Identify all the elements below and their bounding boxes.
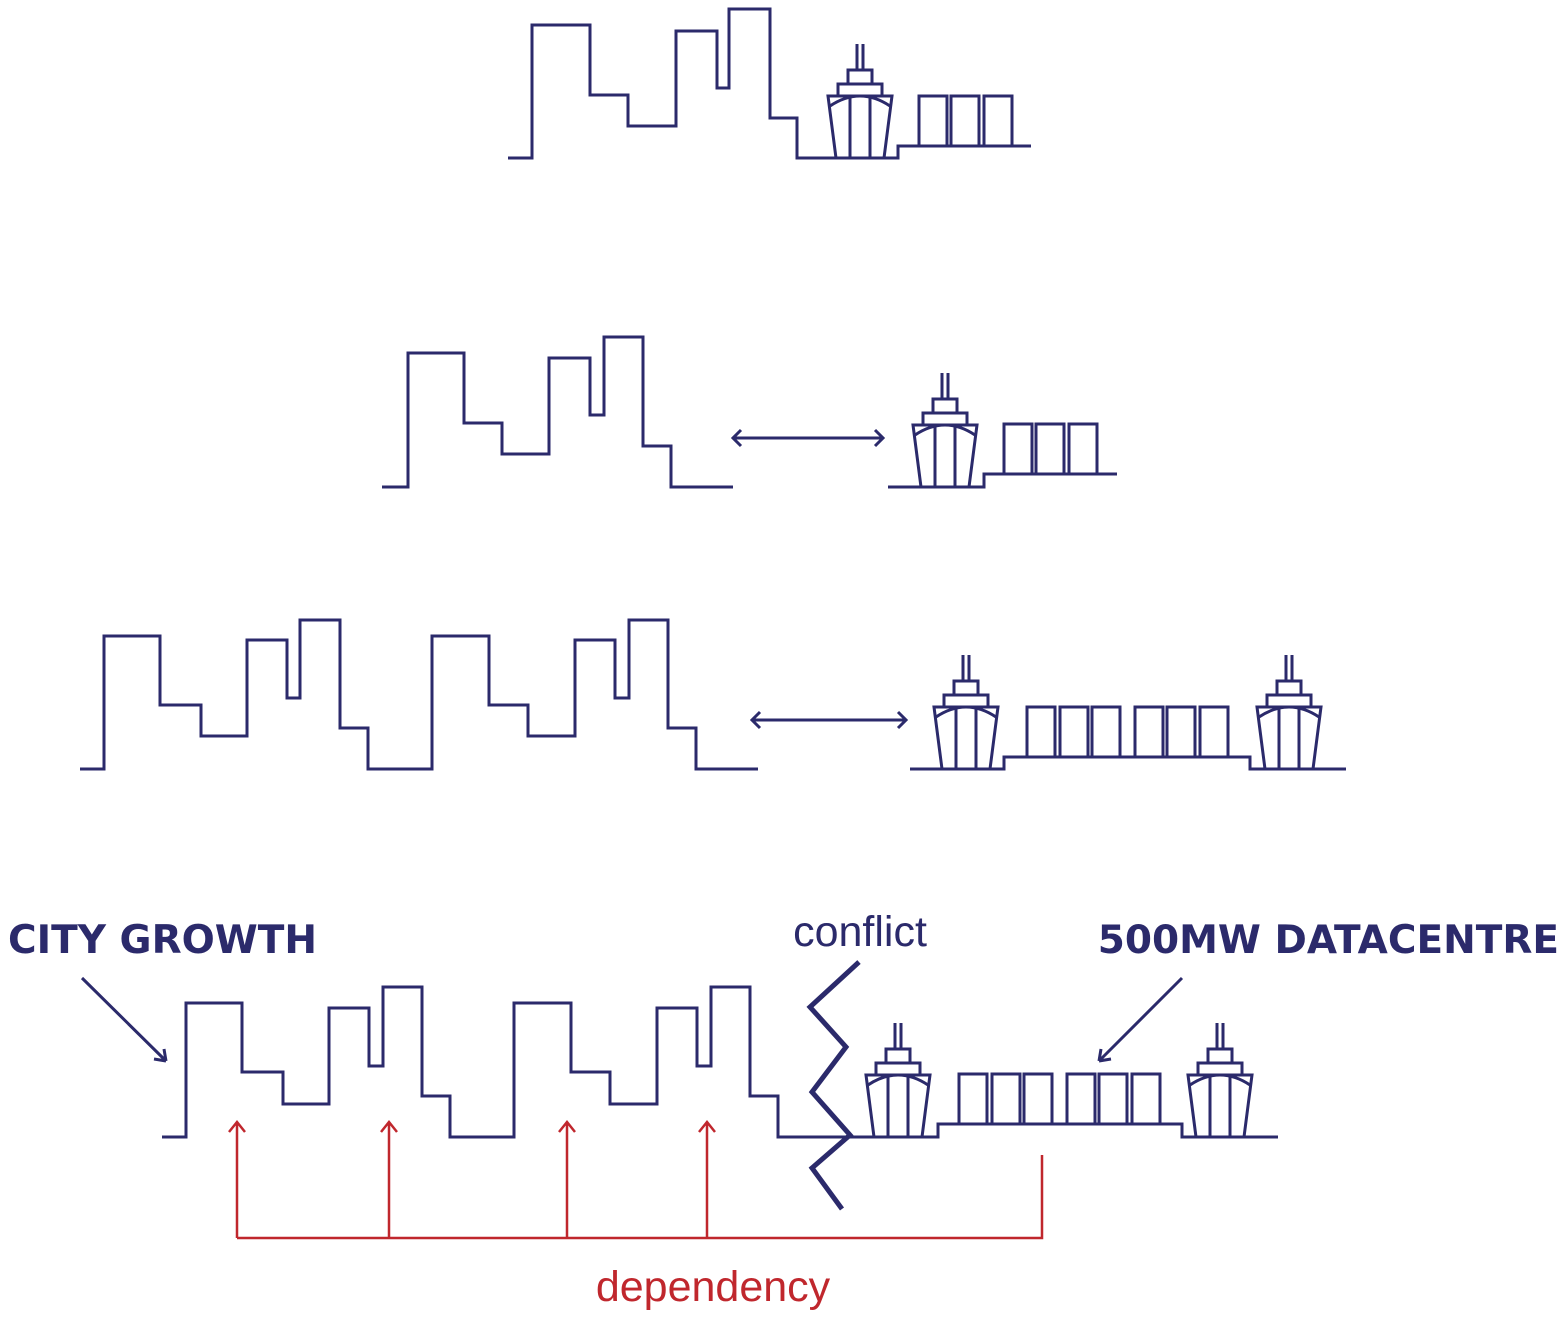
conflict-zigzag bbox=[806, 960, 861, 1211]
container-blocks bbox=[1002, 422, 1099, 476]
ship-icon bbox=[826, 42, 894, 160]
conflict-label: conflict bbox=[793, 908, 927, 956]
datacentre-pointer bbox=[1097, 976, 1184, 1063]
container-blocks bbox=[957, 1072, 1162, 1126]
ship-icon bbox=[1186, 1021, 1254, 1139]
stage-3-expanded bbox=[80, 618, 1346, 771]
stage-3-skyline bbox=[80, 618, 758, 771]
ship-icon bbox=[864, 1021, 932, 1139]
city-growth-label: CITY GROWTH bbox=[8, 918, 317, 963]
quay-line bbox=[888, 472, 1117, 489]
ship-icon bbox=[932, 653, 1000, 771]
double-arrow bbox=[730, 428, 886, 448]
dependency-label: dependency bbox=[596, 1263, 831, 1311]
stage-2-separated bbox=[382, 335, 1117, 489]
datacentre-label: 500MW DATACENTRE bbox=[1098, 918, 1559, 963]
stage-1-skyline bbox=[508, 7, 830, 160]
quay-line bbox=[830, 144, 1031, 160]
double-arrow bbox=[749, 710, 909, 730]
quay-line bbox=[845, 1122, 1278, 1139]
stage-2-skyline bbox=[382, 335, 733, 489]
ship-icon bbox=[911, 371, 979, 489]
container-blocks bbox=[917, 94, 1014, 148]
city-growth-pointer bbox=[80, 976, 168, 1063]
stage-1-integrated bbox=[508, 7, 1031, 160]
stage-4-conflict bbox=[80, 976, 1278, 1139]
stage-4-skyline bbox=[162, 985, 845, 1139]
dependency-bracket bbox=[228, 1119, 1044, 1240]
ship-icon bbox=[1255, 653, 1323, 771]
container-blocks bbox=[1025, 705, 1230, 759]
